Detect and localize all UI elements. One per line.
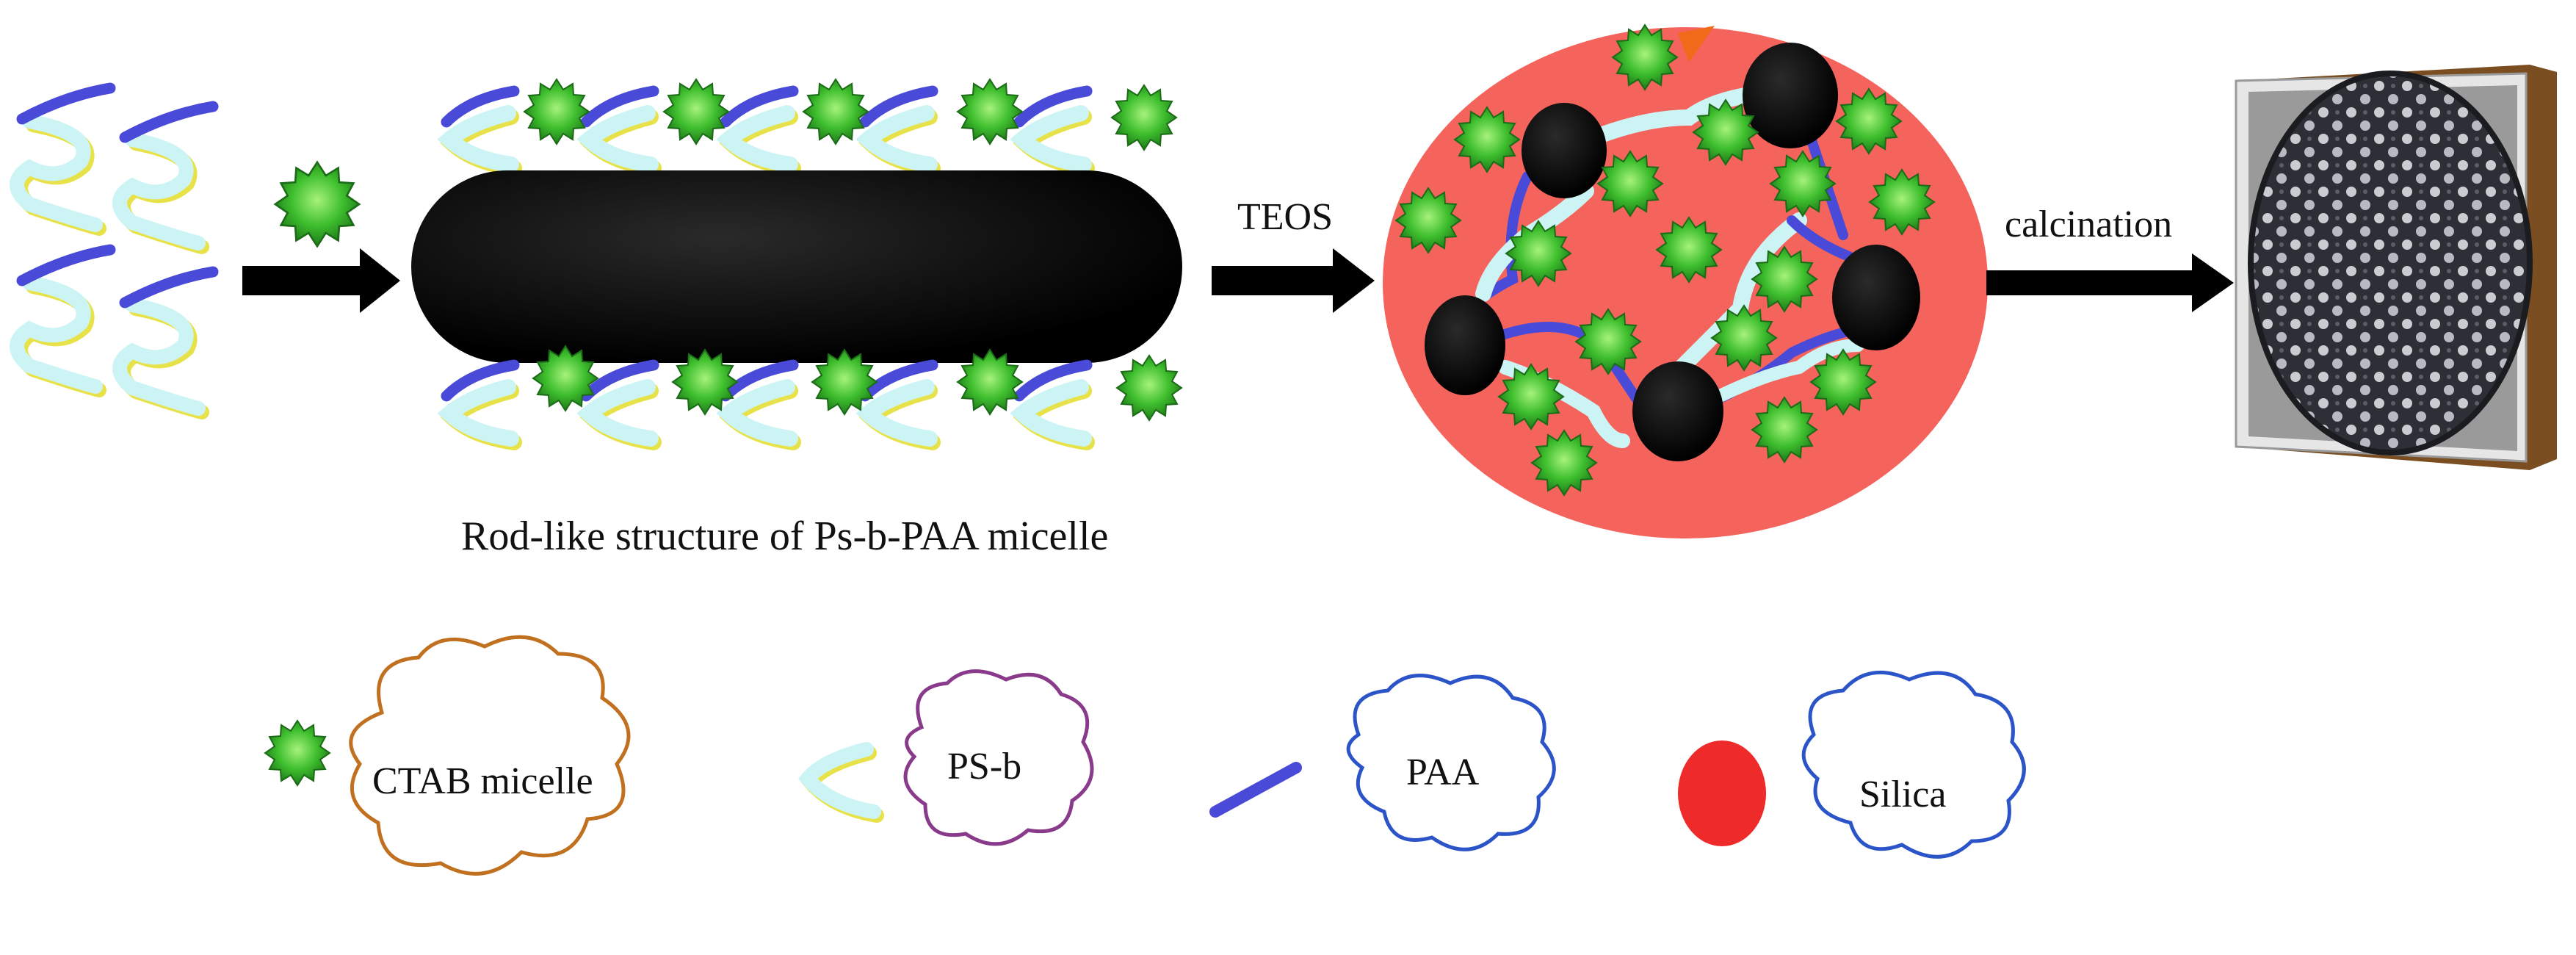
legend-ctab-label: CTAB micelle (372, 760, 593, 802)
legend-ctab-cloud (349, 635, 631, 876)
legend-psb-cloud (903, 669, 1094, 846)
legend-silica-cloud (1801, 670, 2026, 859)
legend-silica-label: Silica (1859, 774, 1946, 815)
rod-micelle (411, 79, 1182, 442)
legend-paa-cloud (1346, 674, 1556, 851)
silica-composite-sphere (1383, 24, 1988, 538)
legend-ctab-icon (264, 720, 330, 786)
legend: CTAB micelle PS-b PAA Silica (264, 635, 2026, 876)
legend-silica-icon (1678, 740, 1766, 846)
legend-psb-label: PS-b (947, 746, 1021, 788)
ctab-micelle-icon (274, 161, 361, 248)
arrow-2 (1212, 248, 1375, 313)
arrow-3 (1986, 253, 2234, 312)
arrow-1 (242, 248, 400, 313)
mesoporous-silica-tile (2235, 65, 2557, 470)
legend-paa-icon (1209, 762, 1302, 818)
rod-core (411, 170, 1182, 363)
legend-paa-label: PAA (1406, 752, 1480, 793)
calcination-label: calcination (2005, 203, 2172, 245)
rod-caption: Rod-like structure of Ps-b-PAA micelle (461, 513, 1108, 559)
free-copolymer-chains (17, 88, 213, 412)
legend-psb-icon (798, 742, 884, 823)
teos-label: TEOS (1237, 196, 1333, 238)
